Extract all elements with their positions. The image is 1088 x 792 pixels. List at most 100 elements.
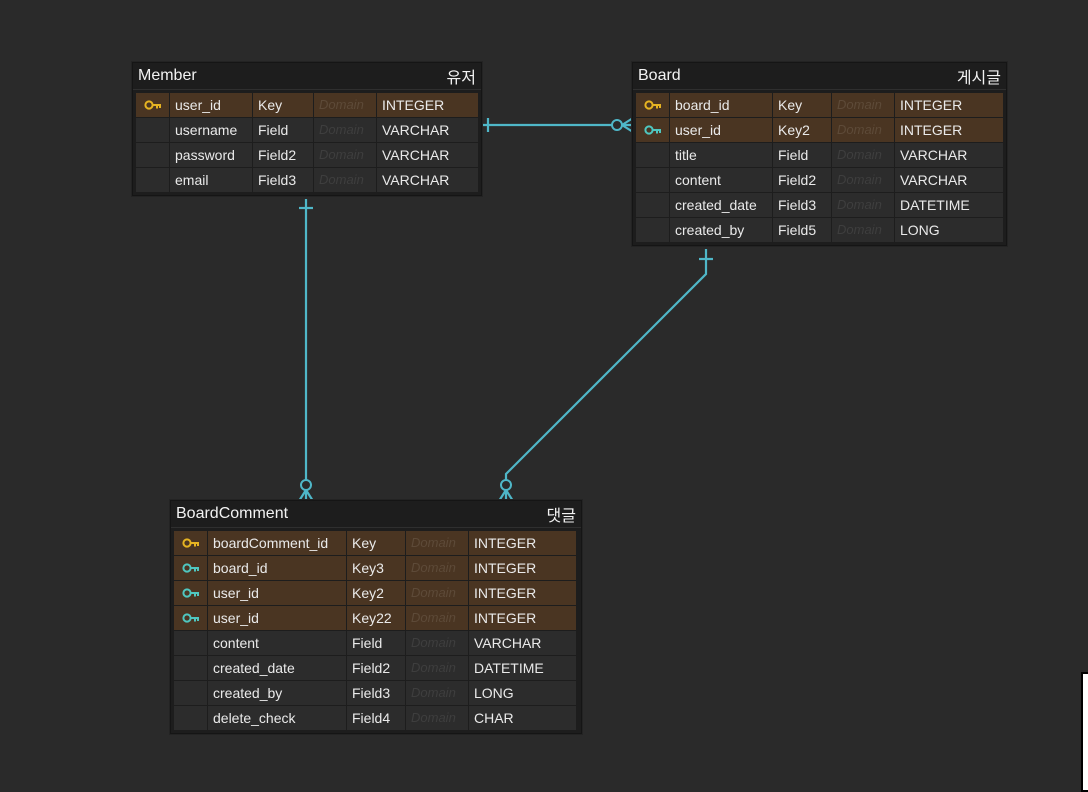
domain-placeholder: Domain [406, 631, 468, 655]
domain-placeholder: Domain [406, 581, 468, 605]
column-row[interactable]: password Field2 Domain VARCHAR [136, 143, 478, 167]
column-name: content [208, 631, 346, 655]
table-name: Board [638, 67, 681, 84]
key-primary-icon [136, 93, 169, 117]
key-foreign-icon [174, 556, 207, 580]
column-name: email [170, 168, 252, 192]
empty-icon-cell [636, 143, 669, 167]
domain-placeholder: Domain [406, 656, 468, 680]
column-row[interactable]: email Field3 Domain VARCHAR [136, 168, 478, 192]
empty-icon-cell [174, 631, 207, 655]
data-type: INTEGER [469, 556, 576, 580]
relationship-member-board[interactable] [480, 117, 634, 133]
column-row[interactable]: content Field2 Domain VARCHAR [636, 168, 1003, 192]
column-row[interactable]: user_id Key2 Domain INTEGER [174, 581, 578, 605]
field-name: Field2 [347, 656, 405, 680]
table-boardcomment[interactable]: BoardComment 댓글 boardComment_id Key Doma… [170, 500, 582, 734]
column-name: password [170, 143, 252, 167]
table-board[interactable]: Board 게시글 board_id Key Domain INTEGER us… [632, 62, 1007, 246]
data-type: VARCHAR [377, 168, 478, 192]
column-name: content [670, 168, 772, 192]
data-type: CHAR [469, 706, 576, 730]
column-row[interactable]: user_id Key22 Domain INTEGER [174, 606, 578, 630]
empty-icon-cell [136, 143, 169, 167]
column-name: username [170, 118, 252, 142]
key-foreign-icon [174, 606, 207, 630]
domain-placeholder: Domain [832, 118, 894, 142]
empty-icon-cell [174, 706, 207, 730]
field-name: Key [347, 531, 405, 555]
column-row[interactable]: user_id Key2 Domain INTEGER [636, 118, 1003, 142]
field-name: Key [253, 93, 313, 117]
data-type: DATETIME [469, 656, 576, 680]
data-type: INTEGER [469, 531, 576, 555]
domain-placeholder: Domain [314, 93, 376, 117]
column-name: boardComment_id [208, 531, 346, 555]
data-type: VARCHAR [377, 118, 478, 142]
column-row[interactable]: username Field Domain VARCHAR [136, 118, 478, 142]
column-name: title [670, 143, 772, 167]
key-foreign-icon [636, 118, 669, 142]
field-name: Field3 [253, 168, 313, 192]
empty-icon-cell [136, 118, 169, 142]
data-type: INTEGER [469, 581, 576, 605]
column-list: boardComment_id Key Domain INTEGER board… [171, 528, 581, 733]
data-type: LONG [469, 681, 576, 705]
field-name: Field3 [347, 681, 405, 705]
column-name: user_id [208, 606, 346, 630]
column-row[interactable]: board_id Key3 Domain INTEGER [174, 556, 578, 580]
table-header: Board 게시글 [633, 63, 1006, 90]
domain-placeholder: Domain [406, 706, 468, 730]
table-header: BoardComment 댓글 [171, 501, 581, 528]
empty-icon-cell [636, 218, 669, 242]
field-name: Field5 [773, 218, 831, 242]
data-type: INTEGER [377, 93, 478, 117]
column-name: created_by [208, 681, 346, 705]
data-type: VARCHAR [895, 143, 1003, 167]
data-type: INTEGER [895, 118, 1003, 142]
column-row[interactable]: created_by Field5 Domain LONG [636, 218, 1003, 242]
empty-icon-cell [174, 681, 207, 705]
column-row[interactable]: created_by Field3 Domain LONG [174, 681, 578, 705]
key-primary-icon [174, 531, 207, 555]
data-type: DATETIME [895, 193, 1003, 217]
field-name: Key [773, 93, 831, 117]
column-row[interactable]: title Field Domain VARCHAR [636, 143, 1003, 167]
domain-placeholder: Domain [832, 143, 894, 167]
column-row[interactable]: created_date Field3 Domain DATETIME [636, 193, 1003, 217]
column-row[interactable]: boardComment_id Key Domain INTEGER [174, 531, 578, 555]
data-type: VARCHAR [377, 143, 478, 167]
field-name: Key22 [347, 606, 405, 630]
offscreen-panel-edge [1081, 672, 1088, 792]
empty-icon-cell [636, 168, 669, 192]
data-type: INTEGER [469, 606, 576, 630]
domain-placeholder: Domain [832, 193, 894, 217]
empty-icon-cell [174, 656, 207, 680]
domain-placeholder: Domain [314, 143, 376, 167]
domain-placeholder: Domain [832, 168, 894, 192]
table-member[interactable]: Member 유저 user_id Key Domain INTEGER use… [132, 62, 482, 196]
column-name: board_id [208, 556, 346, 580]
domain-placeholder: Domain [832, 93, 894, 117]
table-name: BoardComment [176, 505, 289, 522]
data-type: INTEGER [895, 93, 1003, 117]
column-row[interactable]: board_id Key Domain INTEGER [636, 93, 1003, 117]
relationship-board-boardcomment[interactable] [498, 249, 713, 502]
field-name: Key2 [347, 581, 405, 605]
column-name: created_by [670, 218, 772, 242]
column-row[interactable]: user_id Key Domain INTEGER [136, 93, 478, 117]
domain-placeholder: Domain [314, 168, 376, 192]
table-logical-name: 댓글 [546, 508, 576, 525]
column-row[interactable]: delete_check Field4 Domain CHAR [174, 706, 578, 730]
table-logical-name: 유저 [446, 70, 476, 87]
field-name: Field3 [773, 193, 831, 217]
data-type: VARCHAR [469, 631, 576, 655]
column-row[interactable]: created_date Field2 Domain DATETIME [174, 656, 578, 680]
relationship-member-boardcomment[interactable] [298, 199, 314, 502]
column-row[interactable]: content Field Domain VARCHAR [174, 631, 578, 655]
field-name: Field2 [253, 143, 313, 167]
data-type: VARCHAR [895, 168, 1003, 192]
column-name: delete_check [208, 706, 346, 730]
